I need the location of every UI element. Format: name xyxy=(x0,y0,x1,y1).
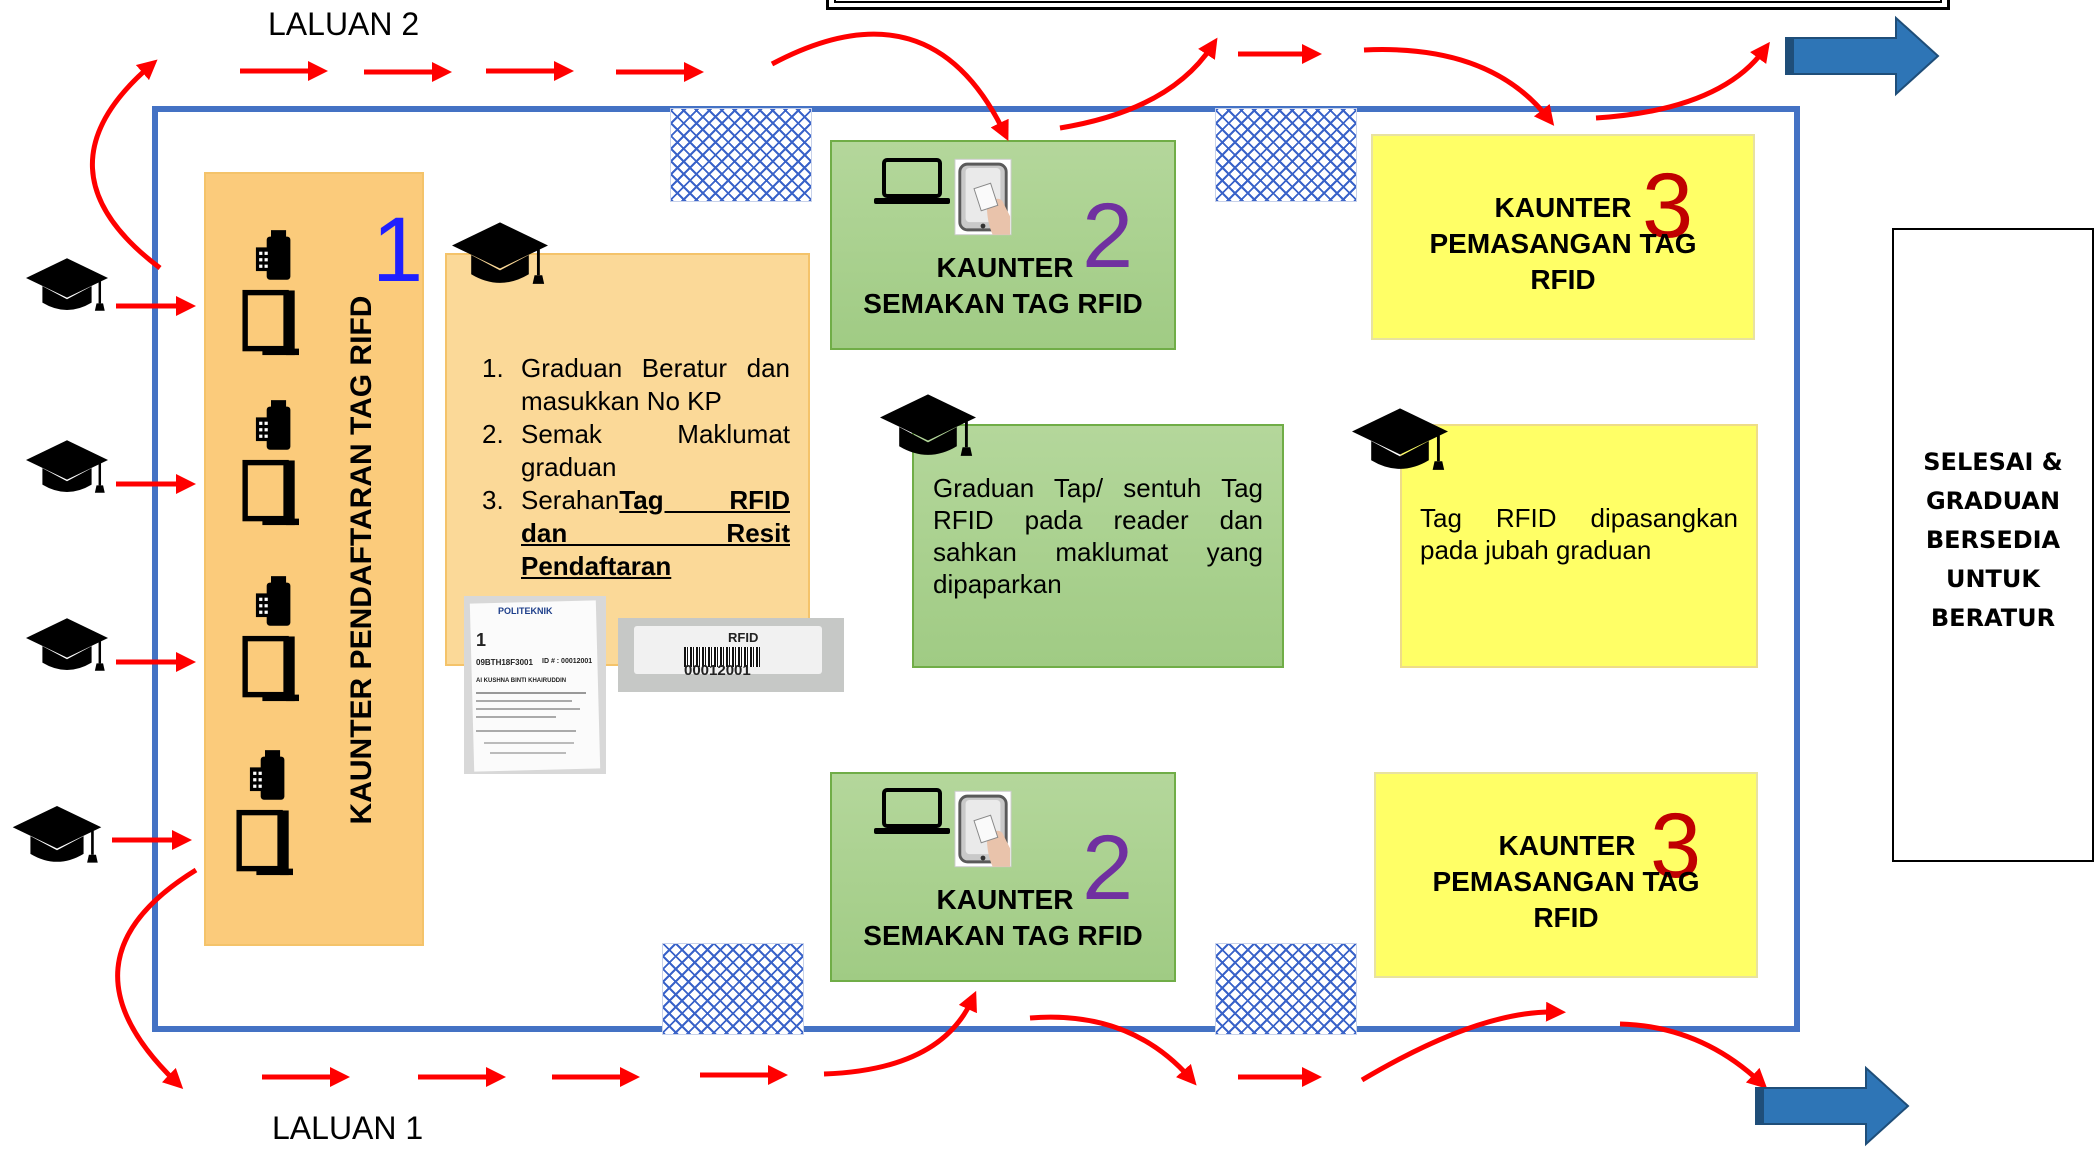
list-item: 1.Graduan Beratur dan xyxy=(482,353,790,383)
pemasangan-top-title-2: PEMASANGAN TAG xyxy=(1429,228,1697,259)
kiosk-icon xyxy=(239,750,293,875)
semakan-bottom-title-1: KAUNTER xyxy=(936,884,1074,915)
semakan-bottom-title-2: SEMAKAN TAG RFID xyxy=(863,920,1143,951)
step-number-3-bottom: 3 xyxy=(1650,795,1702,897)
route-arrow-curve xyxy=(770,31,1009,141)
pemasangan-bottom-title-1: KAUNTER xyxy=(1498,830,1636,861)
graduation-cap-icon xyxy=(880,394,976,458)
pemasangan-counter-top xyxy=(1371,134,1755,340)
list-item: 2.Semak Maklumat xyxy=(482,419,790,449)
route-1-arrows xyxy=(115,867,1768,1089)
kiosk-icon xyxy=(245,576,299,701)
list-item: dan Resit Pendaftaran xyxy=(521,518,790,581)
door-bottom-left xyxy=(662,943,804,1035)
pemasangan-description-box xyxy=(1400,424,1758,668)
door-top-right xyxy=(1215,108,1357,202)
entry-arrows xyxy=(112,296,196,850)
rfid-tag-label: RFID xyxy=(728,630,759,645)
route-arrow-curve xyxy=(1619,1021,1768,1089)
list-item: graduan xyxy=(521,452,617,482)
pemasangan-counter-bottom xyxy=(1374,772,1758,978)
finish-box xyxy=(1892,228,2094,862)
list-item: masukkan No KP xyxy=(521,386,722,416)
route-arrow-curve xyxy=(115,867,198,1089)
door-top-left xyxy=(670,108,812,202)
registration-receipt-image: POLITEKNIK 1 09BTH18F3001 ID # : 0001200… xyxy=(464,596,606,774)
registration-steps-list: 1.Graduan Beratur dan masukkan No KP 2.S… xyxy=(482,352,790,583)
hall-frame xyxy=(152,106,1800,1032)
rfid-reader-icon xyxy=(954,790,1012,868)
pemasangan-top-title-3: RFID xyxy=(1530,264,1596,295)
rfid-reader-icon xyxy=(954,158,1012,236)
route-arrow-curve xyxy=(89,59,162,270)
semakan-description: Graduan Tap/ sentuh Tag RFID pada reader… xyxy=(933,473,1263,599)
graduation-cap-icon xyxy=(452,222,548,286)
route-2-label: LALUAN 2 xyxy=(268,6,420,42)
laptop-icon xyxy=(872,788,952,836)
route-arrow-curve xyxy=(1363,47,1555,126)
step-number-3-top: 3 xyxy=(1642,155,1694,257)
route-arrow-curve xyxy=(1029,1014,1197,1086)
step-number-2-bottom: 2 xyxy=(1082,817,1134,919)
pemasangan-bottom-title-2: PEMASANGAN TAG xyxy=(1432,866,1700,897)
pemasangan-top-title-1: KAUNTER xyxy=(1494,192,1632,223)
graduation-cap-icon xyxy=(26,440,108,495)
route-2-arrows xyxy=(89,31,1770,270)
list-item: 3.SerahanTag RFID xyxy=(482,485,790,515)
graduation-cap-icon xyxy=(1352,408,1448,472)
step-number-2-top: 2 xyxy=(1082,185,1134,287)
graduation-cap-icon xyxy=(26,618,108,673)
pemasangan-bottom-title-3: RFID xyxy=(1533,902,1599,933)
semakan-top-title-2: SEMAKAN TAG RFID xyxy=(863,288,1143,319)
laptop-icon xyxy=(872,158,952,206)
graduation-cap-icon xyxy=(11,806,103,865)
semakan-top-title-1: KAUNTER xyxy=(936,252,1074,283)
exit-arrow-icon xyxy=(1785,15,1940,97)
semakan-description-box xyxy=(912,424,1284,668)
kiosk-icon xyxy=(245,230,299,355)
exit-arrow-icon xyxy=(1755,1065,1910,1147)
route-arrow-curve xyxy=(823,990,977,1077)
pemasangan-description: Tag RFID dipasangkan pada jubah graduan xyxy=(1420,503,1738,565)
barcode-icon xyxy=(684,647,760,667)
step-number-1: 1 xyxy=(372,199,424,301)
top-banner-frame xyxy=(826,0,1950,10)
route-arrow-curve xyxy=(1595,41,1770,121)
finish-text: SELESAI & GRADUAN BERSEDIA UNTUK BERATUR xyxy=(1923,448,2063,632)
route-1-label: LALUAN 1 xyxy=(272,1110,424,1146)
door-bottom-right xyxy=(1215,943,1357,1035)
graduation-cap-icon xyxy=(26,258,108,313)
route-arrow-curve xyxy=(1360,1001,1566,1083)
kiosk-icon xyxy=(245,400,299,525)
route-arrow-curve xyxy=(1059,37,1218,131)
rfid-tag-number: 00012001 xyxy=(684,662,751,679)
